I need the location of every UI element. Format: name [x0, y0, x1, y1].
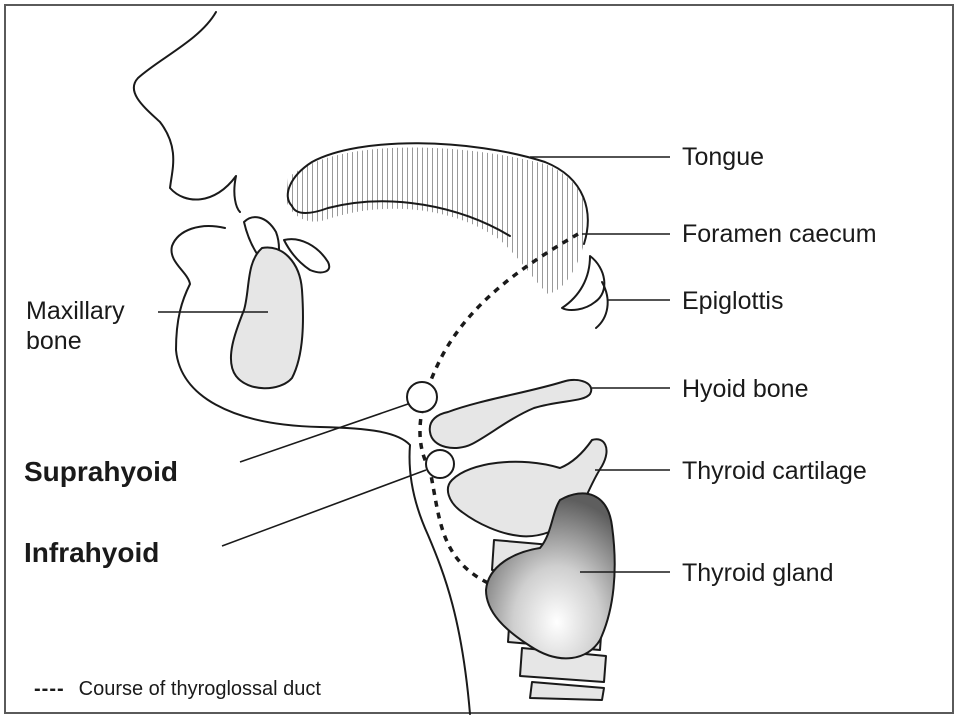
hyoid-bone-shape — [428, 378, 593, 449]
legend-dash-symbol: ---- — [34, 678, 65, 700]
tongue-label: Tongue — [682, 143, 765, 171]
thyroglossal-duct-path — [418, 232, 579, 586]
epiglottis-lower — [595, 281, 609, 329]
foramen-caecum-label: Foramen caecum — [682, 220, 877, 248]
legend-text: Course of thyroglossal duct — [78, 678, 321, 700]
epiglottis-shape — [561, 255, 606, 311]
diagram-frame — [4, 4, 954, 714]
maxillary-bone-label-line1: Maxillary — [26, 297, 125, 325]
face-profile-outline — [132, 11, 241, 213]
suprahyoid-circle — [406, 381, 438, 413]
hyoid-bone-label: Hyoid bone — [682, 375, 809, 403]
tongue-inner-outline — [291, 200, 511, 237]
infrahyoid-label: Infrahyoid — [24, 537, 160, 568]
infrahyoid-circle — [425, 449, 455, 479]
tongue-outline — [286, 142, 589, 245]
legend: ---- Course of thyroglossal duct — [34, 674, 321, 704]
infrahyoid-leader — [221, 469, 427, 547]
lower-incisor — [283, 238, 331, 274]
suprahyoid-leader — [239, 403, 409, 463]
trachea-ring-5 — [529, 681, 605, 701]
epiglottis-label: Epiglottis — [682, 287, 784, 315]
maxillary-bone-shape — [229, 246, 304, 390]
thyroid-gland-label: Thyroid gland — [682, 559, 834, 587]
tongue-shape — [286, 147, 587, 294]
thyroid-cartilage-label: Thyroid cartilage — [682, 457, 867, 485]
maxillary-bone-label-line2: bone — [26, 327, 82, 355]
chin-outline — [170, 225, 471, 715]
thyroid-gland-shape — [484, 492, 616, 660]
suprahyoid-label: Suprahyoid — [24, 456, 179, 487]
